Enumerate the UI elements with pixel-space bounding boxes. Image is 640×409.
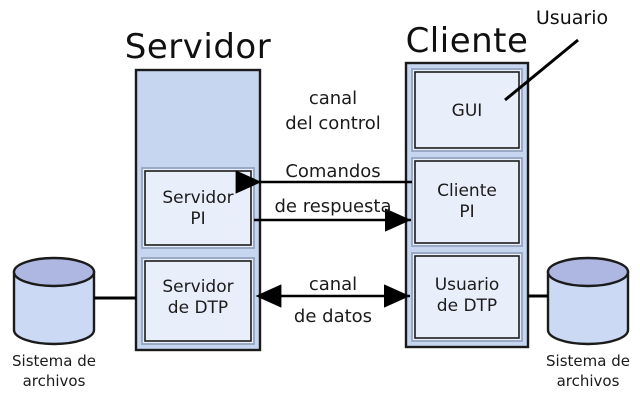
client-module-cliente-pi-line1: Cliente — [437, 181, 497, 201]
client-title: Cliente — [406, 21, 529, 61]
client-module-usuario-dtp[interactable]: Usuario de DTP — [411, 252, 523, 342]
usuario-callout-label: Usuario — [536, 7, 608, 29]
filesystem-right-cylinder — [528, 256, 630, 346]
server-module-servidor-pi[interactable]: Servidor PI — [141, 167, 255, 249]
server-module-servidor-pi-line1: Servidor — [162, 188, 233, 208]
comandos-label: Comandos — [285, 161, 380, 182]
filesystem-left-line2: archivos — [23, 372, 86, 390]
client-module-gui-label: GUI — [452, 101, 483, 121]
filesystem-right-line2: archivos — [557, 372, 620, 390]
client-module-cliente-pi[interactable]: Cliente PI — [411, 157, 523, 247]
label-de-respuesta: de respuesta — [274, 196, 391, 217]
usuario-callout: Usuario — [504, 7, 608, 102]
canal-del-control-line2: del control — [285, 113, 381, 134]
filesystem-left-label: Sistema de archivos — [12, 352, 96, 390]
de-respuesta-label: de respuesta — [274, 196, 391, 217]
client-module-cliente-pi-line2: PI — [459, 202, 474, 222]
label-canal-del-control: canal del control — [285, 88, 381, 134]
filesystem-left-cylinder — [12, 256, 136, 346]
server-module-servidor-pi-line2: PI — [190, 209, 205, 229]
server-module-servidor-dtp[interactable]: Servidor de DTP — [141, 257, 255, 345]
filesystem-left-line1: Sistema de — [12, 352, 96, 370]
server-module-servidor-dtp-line1: Servidor — [162, 277, 233, 297]
label-canal-de-datos: canal de datos — [294, 274, 372, 327]
canal-del-control-line1: canal — [309, 88, 357, 109]
filesystem-right-line1: Sistema de — [546, 352, 630, 370]
client-module-usuario-dtp-line1: Usuario — [435, 275, 500, 295]
server-title: Servidor — [125, 27, 271, 67]
canal-de-datos-line2: de datos — [294, 306, 372, 327]
client-module-gui[interactable]: GUI — [411, 68, 523, 152]
filesystem-right-label: Sistema de archivos — [546, 352, 630, 390]
label-comandos: Comandos — [285, 161, 380, 182]
server-module-servidor-dtp-line2: de DTP — [168, 298, 228, 318]
client-module-usuario-dtp-line2: de DTP — [437, 296, 497, 316]
canal-de-datos-line1: canal — [309, 274, 357, 295]
